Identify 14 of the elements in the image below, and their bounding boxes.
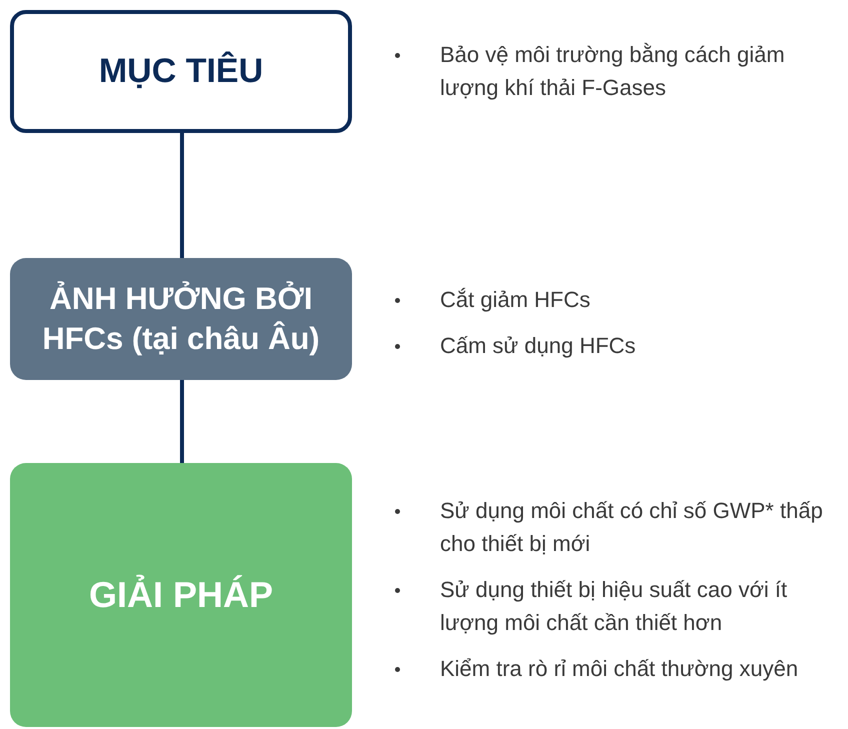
bullet-text: Sử dụng môi chất có chỉ số GWP* thấp cho thiết bị mới [440, 498, 823, 556]
node-title: ẢNH HƯỞNG BỞI HFCs (tại châu Âu) [41, 280, 321, 358]
solution-box [10, 463, 352, 727]
impact-box [10, 258, 352, 380]
bullet-text: Cắt giảm HFCs [440, 287, 590, 312]
goal-box [10, 10, 352, 133]
bullet-text: Cấm sử dụng HFCs [440, 333, 636, 358]
node-title: GIẢI PHÁP [88, 572, 274, 617]
bullet-text: Kiểm tra rò rỉ môi chất thường xuyên [440, 656, 798, 681]
bullet-text: Bảo vệ môi trường bằng cách giảm lượng khí thải F-Gases [440, 42, 785, 100]
node-title: MỤC TIÊU [98, 50, 264, 92]
connector-line [180, 380, 184, 463]
connector-line [180, 133, 184, 258]
bullet-text: Sử dụng thiết bị hiệu suất cao với ít lượng môi chất cần thiết hơn [440, 577, 788, 635]
